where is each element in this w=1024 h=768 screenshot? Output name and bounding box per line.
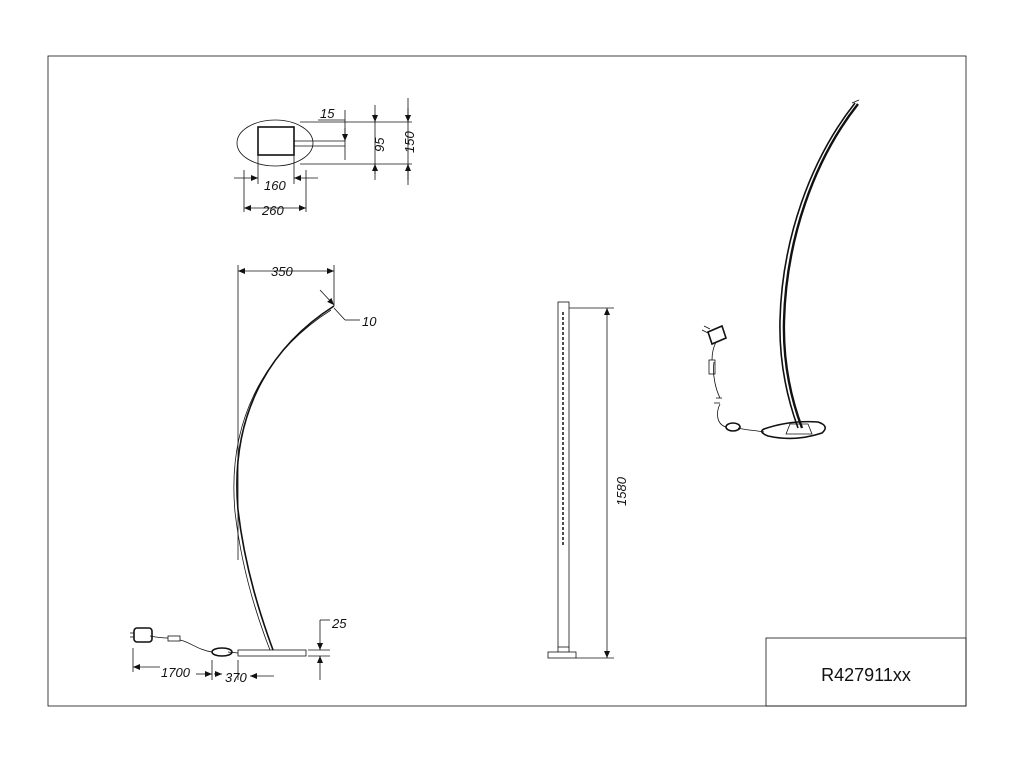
perspective-arm [779,102,856,429]
dim-350-label: 350 [271,264,293,279]
base-outline [236,119,314,167]
dim-160-label: 160 [264,178,286,193]
dim-95-label: 95 [372,137,387,152]
power-cable [179,639,213,653]
dim-15-label: 15 [320,106,335,121]
front-arm [557,301,570,648]
perspective-cable [737,427,765,433]
dim-150-label: 150 [402,131,417,153]
title-block: R427911xx [765,637,967,707]
lamp-arm [236,305,335,651]
product-code: R427911xx [821,665,911,685]
perspective-base [760,420,826,440]
plug-adapter [133,627,153,643]
dim-1580-label: 1580 [614,476,629,506]
dim-1700-label: 1700 [161,665,191,680]
front-base [547,651,577,659]
perspective-plug [707,324,727,346]
dim-370-label: 370 [225,670,247,685]
top-view: 15 95 150 160 260 [234,98,417,218]
arm-profile [257,126,295,156]
dim-260-label: 260 [261,203,284,218]
perspective-switch [725,422,741,432]
side-view: 350 10 25 1700 370 [130,264,377,685]
sheet-border [47,55,967,707]
front-view: 1580 [547,301,629,659]
dim-25-label: 25 [331,616,347,631]
dim-10-label: 10 [362,314,377,329]
lamp-base [237,649,307,657]
perspective-view [701,99,860,440]
